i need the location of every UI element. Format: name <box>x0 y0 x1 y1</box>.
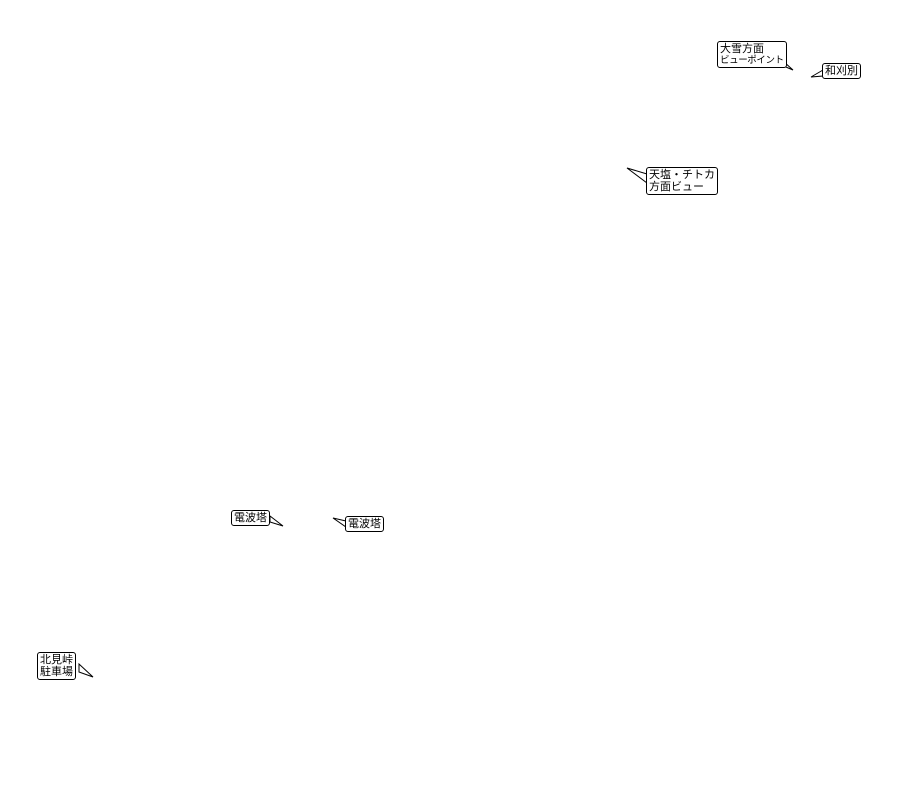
place-label-line: ビューポイント <box>720 55 784 66</box>
place-label-taisetsu-viewpoint[interactable]: 大雪方面 ビューポイント <box>717 41 787 68</box>
callout-pointer <box>626 167 648 184</box>
place-label-line: 大雪方面 <box>720 42 764 55</box>
place-label-line: 電波塔 <box>234 511 267 524</box>
place-label-line: 電波塔 <box>348 517 381 530</box>
callout-pointer <box>78 662 94 678</box>
place-label-line: 駐車場 <box>40 665 73 678</box>
place-label-teshio-chitoka-view[interactable]: 天塩・チトカ 方面ビュー <box>646 167 718 195</box>
place-label-kitami-pass-parking[interactable]: 北見峠 駐車場 <box>37 652 76 680</box>
place-label-line: 天塩・チトカ <box>649 168 715 181</box>
callout-pointer <box>269 514 284 527</box>
place-label-radio-tower-right[interactable]: 電波塔 <box>345 516 384 532</box>
place-label-line: 方面ビュー <box>649 180 704 193</box>
place-label-wakaribetsu[interactable]: 和刈別 <box>822 63 861 79</box>
place-label-line: 和刈別 <box>825 64 858 77</box>
place-label-line: 北見峠 <box>40 653 73 666</box>
place-label-radio-tower-left[interactable]: 電波塔 <box>231 510 270 526</box>
